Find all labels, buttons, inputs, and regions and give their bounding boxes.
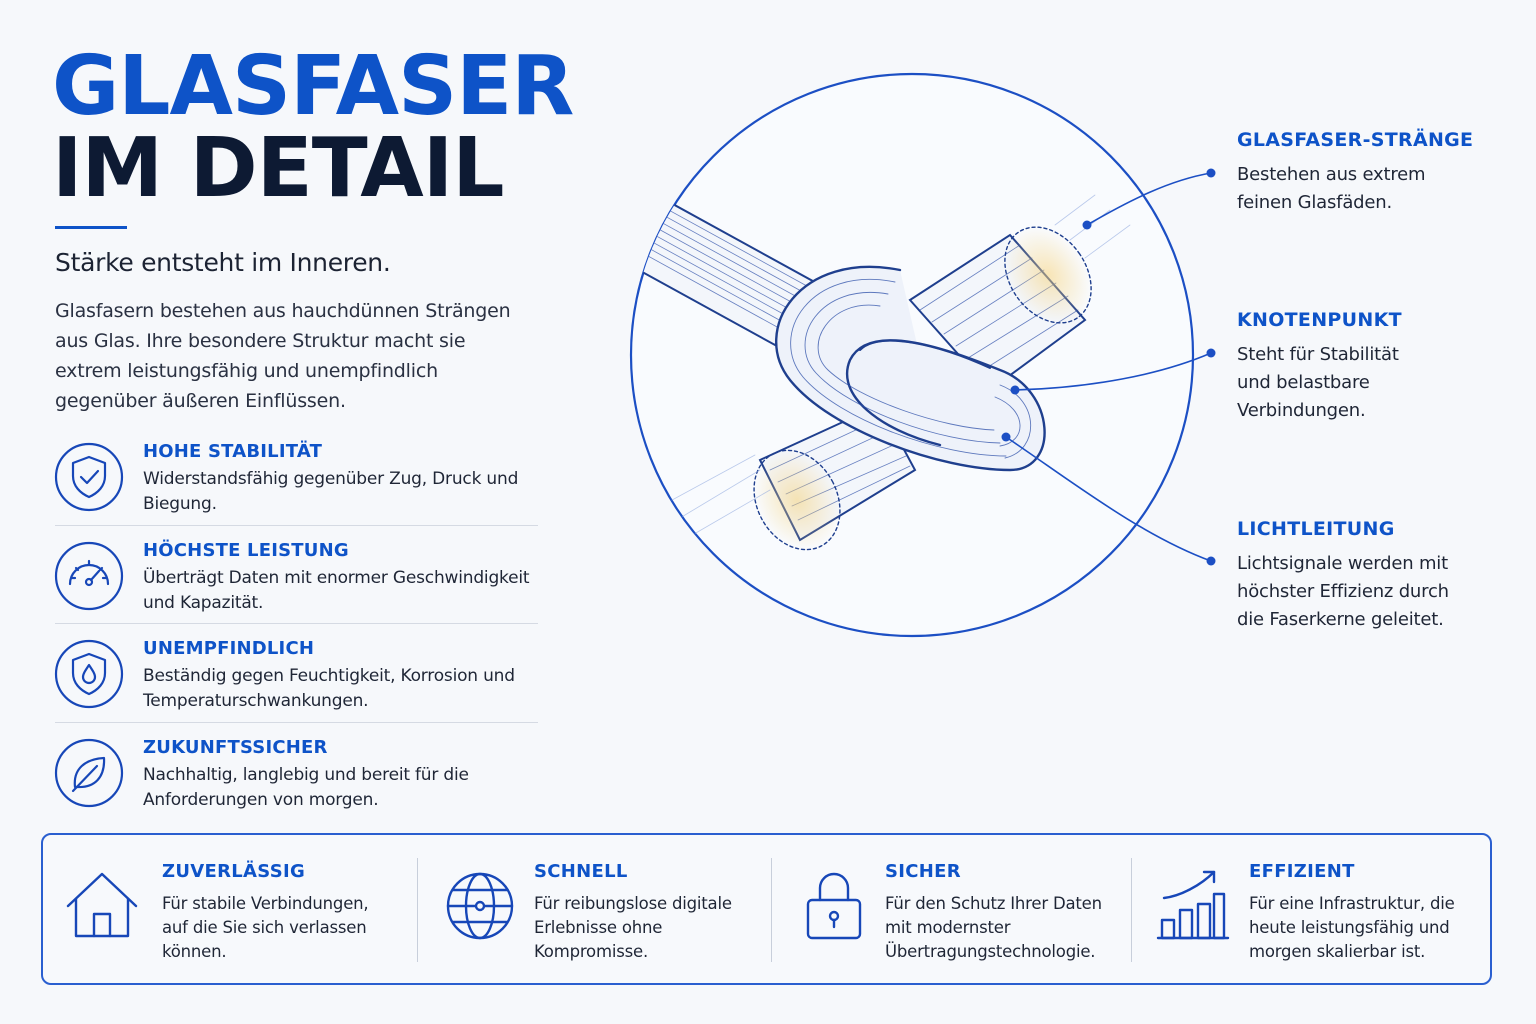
- page-title-line1: GLASFASER: [52, 39, 574, 134]
- benefit-desc: Für stabile Verbindungen, auf die Sie si…: [162, 894, 369, 961]
- benefit-title: SICHER: [885, 861, 961, 882]
- benefit-desc: Für den Schutz Ihrer Daten mit modernste…: [885, 894, 1102, 961]
- divider: [55, 722, 538, 723]
- callout-strands: GLASFASER-STRÄNGE Bestehen aus extrem fe…: [1237, 129, 1517, 217]
- feature-item: ZUKUNFTSSICHER Nachhaltig, langlebig und…: [54, 737, 538, 833]
- feature-desc: Überträgt Daten mit enormer Geschwindigk…: [143, 568, 530, 613]
- divider: [771, 858, 772, 962]
- callout-desc: Bestehen aus extrem feinen Glasfäden.: [1237, 164, 1426, 213]
- feature-item: HÖCHSTE LEISTUNG Überträgt Daten mit eno…: [54, 540, 538, 636]
- benefit-desc: Für eine Infrastruktur, die heute leistu…: [1249, 894, 1455, 961]
- callout-light: LICHTLEITUNG Lichtsignale werden mit höc…: [1237, 518, 1517, 634]
- feature-desc: Beständig gegen Feuchtigkeit, Korrosion …: [143, 666, 515, 711]
- leader-dots: [1001, 168, 1216, 566]
- feature-desc: Nachhaltig, langlebig und bereit für die…: [143, 765, 469, 810]
- feature-item: UNEMPFINDLICH Beständig gegen Feuchtigke…: [54, 638, 538, 734]
- speedometer-icon: [54, 541, 124, 611]
- divider: [1131, 858, 1132, 962]
- feature-title: ZUKUNFTSSICHER: [143, 737, 328, 758]
- shield-check-icon: [54, 442, 124, 512]
- feature-desc: Widerstandsfähig gegenüber Zug, Druck un…: [143, 469, 519, 514]
- callout-title: KNOTENPUNKT: [1237, 309, 1402, 331]
- page-subtitle: Stärke entsteht im Inneren.: [55, 248, 391, 277]
- callout-title: GLASFASER-STRÄNGE: [1237, 129, 1474, 151]
- growth-chart-icon: [1156, 866, 1232, 942]
- title-underline: [55, 226, 127, 229]
- callout-title: LICHTLEITUNG: [1237, 518, 1395, 540]
- leader-lines: [1005, 172, 1212, 562]
- feature-title: HÖCHSTE LEISTUNG: [143, 540, 349, 561]
- benefits-panel: [41, 833, 1492, 985]
- page-title-line2: IM DETAIL: [52, 121, 505, 216]
- globe-icon: [442, 868, 518, 944]
- divider: [417, 858, 418, 962]
- benefit-title: EFFIZIENT: [1249, 861, 1355, 882]
- lock-icon: [796, 866, 872, 942]
- callout-desc: Lichtsignale werden mit höchster Effizie…: [1237, 553, 1449, 630]
- benefit-desc: Für reibungslose digitale Erlebnisse ohn…: [534, 894, 732, 961]
- intro-text: Glasfasern bestehen aus hauchdünnen Strä…: [55, 300, 511, 412]
- callout-desc: Steht für Stabilität und belastbare Verb…: [1237, 344, 1399, 421]
- feature-item: HOHE STABILITÄT Widerstandsfähig gegenüb…: [54, 441, 538, 537]
- callout-knot: KNOTENPUNKT Steht für Stabilität und bel…: [1237, 309, 1517, 425]
- knot-loop: [774, 265, 1046, 472]
- divider: [55, 525, 538, 526]
- leaf-icon: [54, 738, 124, 808]
- benefit-title: ZUVERLÄSSIG: [162, 861, 306, 882]
- shield-drop-icon: [54, 639, 124, 709]
- feature-title: HOHE STABILITÄT: [143, 441, 323, 462]
- benefit-title: SCHNELL: [534, 861, 628, 882]
- feature-title: UNEMPFINDLICH: [143, 638, 315, 659]
- divider: [55, 623, 538, 624]
- house-icon: [64, 868, 140, 944]
